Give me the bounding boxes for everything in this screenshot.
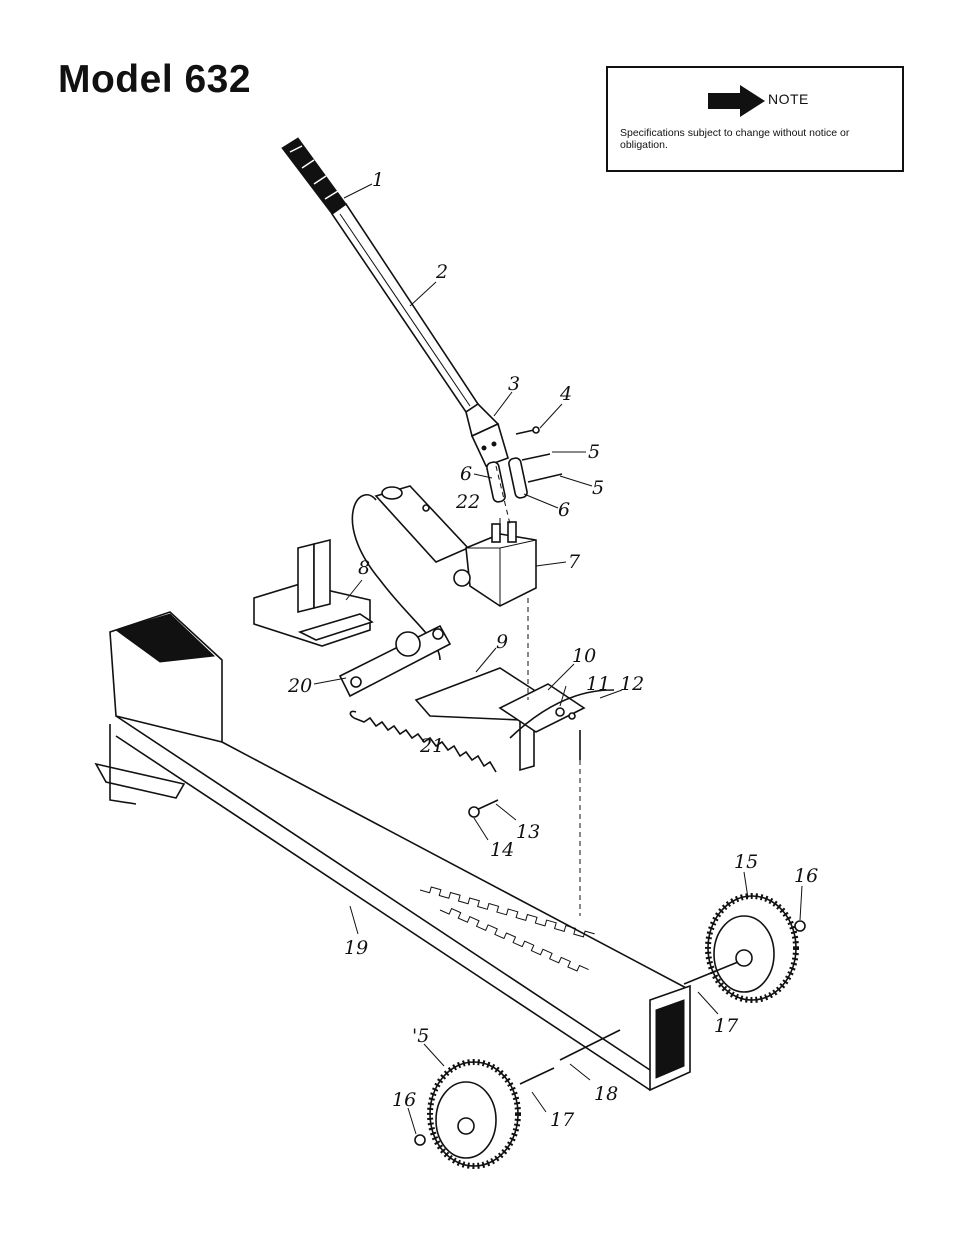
link-arm: [340, 626, 450, 696]
part-label-9: 9: [496, 631, 508, 653]
part-label-18: 18: [594, 1083, 618, 1105]
part-label-13: 13: [516, 821, 540, 843]
wheel-right: [684, 896, 805, 1000]
handle-tube: [332, 204, 478, 412]
part-label-3: 3: [508, 373, 520, 395]
part-label-7: 7: [568, 551, 581, 573]
handle-grip: [282, 138, 346, 214]
part-label-11: 11: [586, 673, 610, 695]
frame-bracket: [416, 668, 614, 770]
part-label-2: 2: [435, 261, 448, 283]
part-label-14: 14: [490, 839, 514, 861]
part-label-17-left: 17: [550, 1109, 575, 1131]
part-label-5b: 5: [592, 477, 604, 499]
part-label-12: 12: [620, 673, 644, 695]
part-label-19: 19: [344, 937, 368, 959]
part-label-4: 4: [559, 383, 572, 405]
bolt: [469, 800, 498, 817]
part-label-21: 21: [419, 735, 444, 757]
wheel-left: [415, 1062, 518, 1166]
axle-parts: [520, 1030, 620, 1084]
wedge-bracket: [254, 540, 372, 646]
part-label-8: 8: [358, 557, 370, 579]
part-label-16-left: 16: [392, 1089, 416, 1111]
part-label-6b: 6: [558, 499, 570, 521]
part-label-1: 1: [372, 169, 384, 191]
part-label-20: 20: [287, 675, 312, 697]
part-label-17-right: 17: [714, 1015, 739, 1037]
link-plates: [486, 457, 528, 503]
part-label-22: 22: [455, 491, 480, 513]
handle-socket: [466, 404, 508, 466]
part-label-10: 10: [572, 645, 596, 667]
part-label-16-right: 16: [794, 865, 818, 887]
part-label-15-left: '5: [412, 1025, 429, 1047]
part-label-6a: 6: [460, 463, 472, 485]
part-label-15-right: 15: [734, 851, 758, 873]
part-label-5a: 5: [588, 441, 600, 463]
